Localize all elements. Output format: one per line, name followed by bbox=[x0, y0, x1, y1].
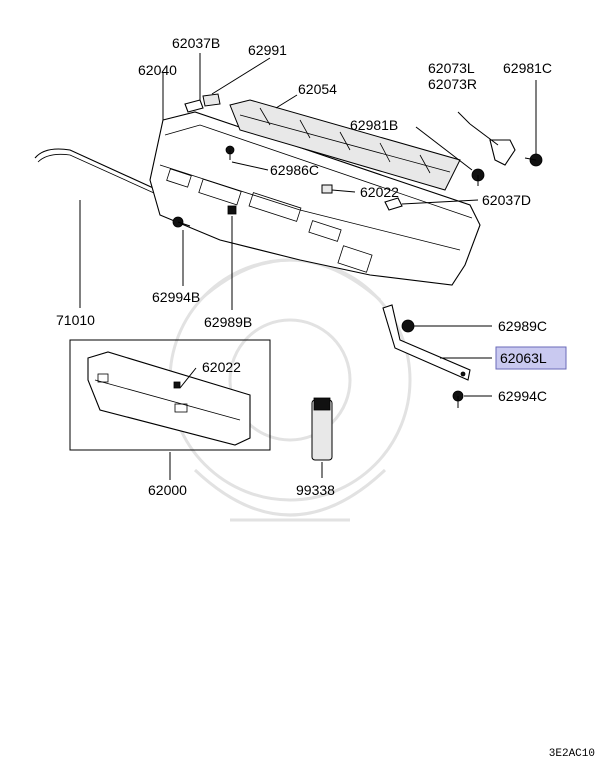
label-62054[interactable]: 62054 bbox=[298, 81, 337, 97]
label-62981C[interactable]: 62981C bbox=[503, 60, 552, 76]
label-62037D[interactable]: 62037D bbox=[482, 192, 531, 208]
bolt-62994C[interactable] bbox=[452, 390, 464, 408]
label-62994B[interactable]: 62994B bbox=[152, 289, 200, 305]
label-62986C[interactable]: 62986C bbox=[270, 162, 319, 178]
screw-62986C[interactable] bbox=[225, 145, 235, 160]
nut-62989C[interactable] bbox=[401, 319, 415, 333]
bolt-62981B[interactable] bbox=[471, 168, 485, 186]
label-62991[interactable]: 62991 bbox=[248, 42, 287, 58]
label-62989C[interactable]: 62989C bbox=[498, 318, 547, 334]
label-71010[interactable]: 71010 bbox=[56, 312, 95, 328]
label-62022-top[interactable]: 62022 bbox=[360, 184, 399, 200]
label-62037B[interactable]: 62037B bbox=[172, 35, 220, 51]
leader-lines bbox=[79, 53, 537, 480]
clip-62991[interactable] bbox=[202, 93, 221, 107]
clip-62022-top[interactable] bbox=[321, 184, 333, 194]
reinforcement-62054[interactable] bbox=[229, 99, 461, 191]
bracket-62073[interactable] bbox=[457, 111, 516, 166]
clip-62037D[interactable] bbox=[384, 197, 403, 211]
label-62994C[interactable]: 62994C bbox=[498, 388, 547, 404]
diagram-code: 3E2AC10 bbox=[548, 748, 595, 760]
watermark-emblem bbox=[168, 258, 412, 522]
label-62063L[interactable]: 62063L bbox=[500, 350, 547, 366]
part-labels: 62037B 62991 62040 62054 62073L 62073R 6… bbox=[56, 35, 552, 498]
nut-62989B[interactable] bbox=[227, 205, 237, 215]
clip-62037B[interactable] bbox=[184, 99, 204, 113]
label-62073L[interactable]: 62073L bbox=[428, 60, 475, 76]
label-62989B[interactable]: 62989B bbox=[204, 314, 252, 330]
label-62022-box[interactable]: 62022 bbox=[202, 359, 241, 375]
bumper-assembly-inset[interactable] bbox=[69, 339, 271, 451]
touch-up-paint-99338[interactable] bbox=[311, 397, 333, 461]
highlight-62063L bbox=[495, 346, 567, 370]
label-62981B[interactable]: 62981B bbox=[350, 117, 398, 133]
label-62000[interactable]: 62000 bbox=[148, 482, 187, 498]
label-99338[interactable]: 99338 bbox=[296, 482, 335, 498]
label-62073R[interactable]: 62073R bbox=[428, 76, 477, 92]
bolt-62981C[interactable] bbox=[524, 153, 543, 167]
stay-62063L[interactable] bbox=[382, 304, 471, 381]
label-62040[interactable]: 62040 bbox=[138, 62, 177, 78]
bolt-62994B[interactable] bbox=[172, 216, 191, 228]
